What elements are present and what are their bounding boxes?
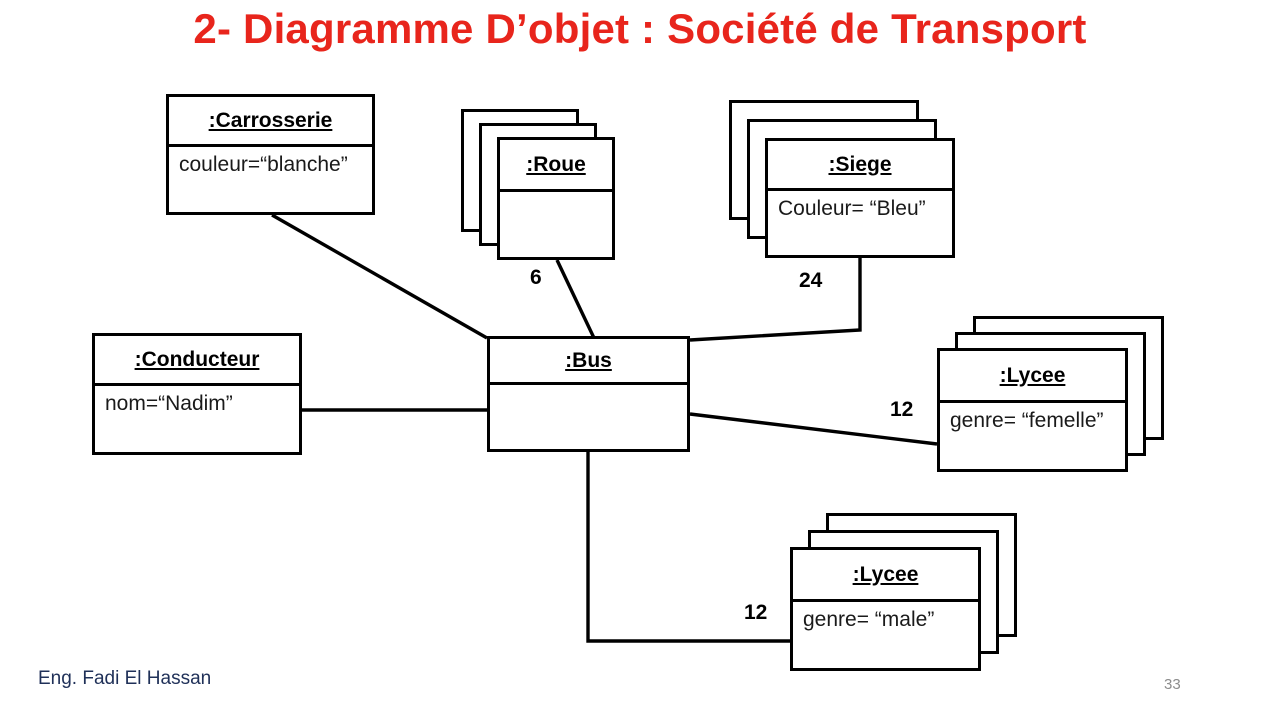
object-attributes-bus [490, 385, 687, 449]
link-carrosserie-bus [271, 213, 488, 340]
link-siege-bus [689, 258, 862, 342]
object-attributes-conducteur: nom=“Nadim” [95, 386, 299, 452]
multiplicity-label-siege: 24 [799, 269, 823, 292]
footer-author: Eng. Fadi El Hassan [38, 668, 212, 689]
object-name-lycee-male: :Lycee [852, 562, 919, 586]
object-box-carrosserie[interactable]: :Carrosserie couleur=“blanche” [166, 94, 375, 215]
object-box-bus[interactable]: :Bus [487, 336, 690, 452]
attribute-couleur-siege: Couleur= “Bleu” [778, 197, 926, 220]
multiplicity-label-lycee-femelle: 12 [890, 398, 914, 421]
page-number: 33 [1164, 676, 1181, 693]
object-attributes-lycee-femelle: genre= “femelle” [940, 403, 1125, 469]
object-attributes-carrosserie: couleur=“blanche” [169, 147, 372, 212]
object-box-conducteur[interactable]: :Conducteur nom=“Nadim” [92, 333, 302, 455]
object-name-siege: :Siege [828, 152, 892, 176]
link-roue-bus [555, 259, 596, 339]
object-box-roue[interactable]: :Roue [497, 137, 615, 260]
object-name-lycee-femelle: :Lycee [999, 363, 1066, 387]
object-header-siege: :Siege [768, 141, 952, 191]
object-header-lycee-femelle: :Lycee [940, 351, 1125, 403]
object-box-lycee-femelle[interactable]: :Lycee genre= “femelle” [937, 348, 1128, 472]
attribute-genre-femelle: genre= “femelle” [950, 409, 1104, 432]
attribute-nom: nom=“Nadim” [105, 392, 233, 415]
object-name-carrosserie: :Carrosserie [208, 108, 333, 132]
link-bus-lycee-femelle [689, 412, 938, 446]
multiplicity-label-lycee-male: 12 [744, 601, 768, 624]
object-name-bus: :Bus [565, 348, 612, 372]
object-name-roue: :Roue [526, 152, 586, 176]
object-header-lycee-male: :Lycee [793, 550, 978, 602]
multiplicity-label-roue: 6 [530, 266, 542, 289]
link-bus-lycee-male [586, 452, 790, 643]
attribute-couleur: couleur=“blanche” [179, 153, 348, 176]
object-header-conducteur: :Conducteur [95, 336, 299, 386]
object-header-roue: :Roue [500, 140, 612, 192]
object-box-siege[interactable]: :Siege Couleur= “Bleu” [765, 138, 955, 258]
object-attributes-siege: Couleur= “Bleu” [768, 191, 952, 255]
object-header-bus: :Bus [490, 339, 687, 385]
object-header-carrosserie: :Carrosserie [169, 97, 372, 147]
page-title: 2- Diagramme D’objet : Société de Transp… [193, 5, 1087, 52]
object-name-conducteur: :Conducteur [134, 347, 260, 371]
object-box-lycee-male[interactable]: :Lycee genre= “male” [790, 547, 981, 671]
object-attributes-lycee-male: genre= “male” [793, 602, 978, 668]
object-attributes-roue [500, 192, 612, 257]
attribute-genre-male: genre= “male” [803, 608, 935, 631]
